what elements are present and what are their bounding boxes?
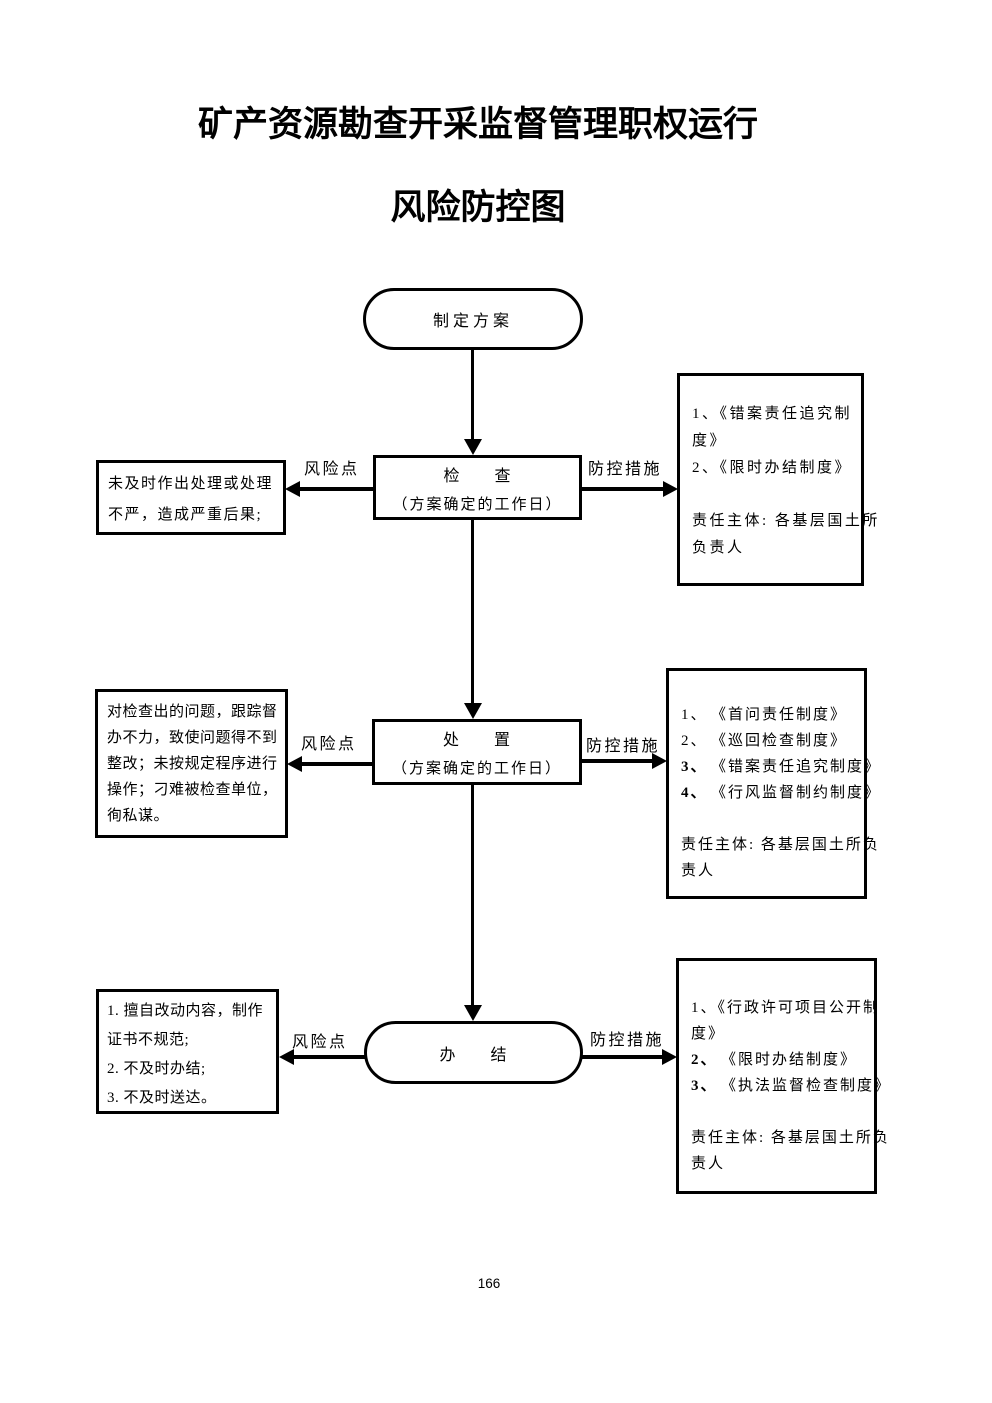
measure-item-text: 《执法监督检查制度》 <box>721 1078 892 1094</box>
risk-box-end-line: 1. 擅自改动内容，制作 <box>107 1003 264 1019</box>
measure-item: 2、《限时办结制度》 <box>691 1047 868 1073</box>
measure-item: 3、《错案责任追究制度》 <box>681 754 879 780</box>
flow-step-check-node: 检 查 （方案确定的工作日） <box>373 455 582 520</box>
measure-label-1: 防控措施 <box>588 461 663 478</box>
flow-start-node: 制定方案 <box>363 288 583 350</box>
measure-box-end-line: 1、《行政许可项目公开制 <box>691 1000 881 1016</box>
measure-box-check-line: 1、《错案责任追究制 <box>692 406 853 422</box>
measure-box-dispose: 1、《首问责任制度》 2、《巡回检查制度》 3、《错案责任追究制度》 4、《行风… <box>666 668 880 899</box>
measure-item: 4、《行风监督制约制度》 <box>681 780 879 806</box>
measure-item-text: 《错案责任追究制度》 <box>711 759 882 775</box>
flow-end-node: 办 结 <box>364 1021 583 1084</box>
risk-point-label-1: 风险点 <box>304 461 360 478</box>
risk-box-dispose: 对检查出的问题，跟踪督 办不力，致使问题得不到 整改；未按规定程序进行 操作；刁… <box>95 689 288 838</box>
risk-box-dispose-line: 办不力，致使问题得不到 <box>107 730 278 746</box>
measure-label-3: 防控措施 <box>590 1032 665 1049</box>
measure-item-text: 《巡回检查制度》 <box>711 733 848 749</box>
arrow-down-icon <box>464 1005 482 1021</box>
measure-box-check-line: 度》 <box>692 433 728 449</box>
risk-box-end-line: 3. 不及时送达。 <box>107 1090 217 1106</box>
flow-step-dispose-node: 处 置 （方案确定的工作日） <box>372 719 582 785</box>
measure-item-number: 3、 <box>681 759 708 775</box>
measure-item-text: 《行风监督制约制度》 <box>711 785 882 801</box>
flow-start-label: 制定方案 <box>432 313 513 330</box>
risk-box-dispose-line: 对检查出的问题，跟踪督 <box>107 704 278 720</box>
flow-step-check-sublabel: （方案确定的工作日） <box>392 496 563 513</box>
risk-box-end-line: 证书不规范; <box>107 1032 190 1048</box>
risk-box-check-line: 未及时作出处理或处理 <box>108 476 274 492</box>
risk-box-dispose-line: 徇私谋。 <box>107 808 170 824</box>
risk-point-label-2: 风险点 <box>301 736 357 753</box>
risk-box-dispose-line: 整改；未按规定程序进行 <box>107 756 278 772</box>
connector-line-dispose-to-measure <box>581 759 653 763</box>
measure-item-number: 3、 <box>691 1078 718 1094</box>
responsible-subject-line: 责任主体: 各基层国土所负 <box>681 837 880 853</box>
connector-line-start-to-check <box>471 349 474 440</box>
flow-end-label: 办 结 <box>439 1046 508 1064</box>
connector-line-check-to-measure <box>581 487 664 491</box>
measure-label-2: 防控措施 <box>586 738 661 755</box>
connector-line-dispose-to-risk <box>301 762 373 766</box>
arrow-left-icon <box>285 481 300 497</box>
page-title-line2: 风险防控图 <box>390 188 566 227</box>
risk-box-end: 1. 擅自改动内容，制作 证书不规范; 2. 不及时办结; 3. 不及时送达。 <box>96 989 279 1114</box>
measure-item-number: 2、 <box>691 1052 718 1068</box>
connector-line-check-to-risk <box>299 487 374 491</box>
risk-box-check-line: 不严，造成严重后果; <box>108 507 263 523</box>
arrow-left-icon <box>287 756 302 772</box>
measure-box-check: 1、《错案责任追究制 度》 2、《限时办结制度》 责任主体: 各基层国土所 负责… <box>677 373 880 586</box>
connector-line-end-to-risk <box>293 1055 365 1059</box>
risk-box-dispose-line: 操作；刁难被检查单位， <box>107 782 278 798</box>
flow-step-check-label: 检 查 <box>443 467 512 485</box>
connector-line-check-to-dispose <box>471 519 474 705</box>
measure-item: 3、《执法监督检查制度》 <box>691 1073 889 1099</box>
connector-line-dispose-to-end <box>471 784 474 1006</box>
responsible-subject-line: 责人 <box>691 1156 726 1172</box>
page-number: 166 <box>477 1276 501 1291</box>
arrow-down-icon <box>464 439 482 455</box>
responsible-subject-line: 责任主体: 各基层国土所 <box>692 513 880 529</box>
arrow-right-icon <box>662 1049 677 1065</box>
measure-item: 1、《首问责任制度》 <box>681 702 858 728</box>
responsible-subject-line: 责任主体: 各基层国土所负 <box>691 1130 890 1146</box>
risk-box-end-line: 2. 不及时办结; <box>107 1061 206 1077</box>
measure-item-number: 1、 <box>681 707 708 723</box>
measure-box-end-line: 度》 <box>691 1026 726 1042</box>
flow-step-dispose-sublabel: （方案确定的工作日） <box>391 761 562 777</box>
arrow-left-icon <box>279 1049 294 1065</box>
measure-item-text: 《限时办结制度》 <box>721 1052 858 1068</box>
measure-item-text: 《首问责任制度》 <box>711 707 848 723</box>
measure-item-number: 2、 <box>681 733 708 749</box>
measure-item: 2、《巡回检查制度》 <box>681 728 858 754</box>
connector-line-end-to-measure <box>582 1055 663 1059</box>
arrow-down-icon <box>464 703 482 719</box>
responsible-subject-line: 负责人 <box>692 540 745 556</box>
risk-point-label-3: 风险点 <box>292 1034 348 1051</box>
arrow-right-icon <box>652 753 667 769</box>
responsible-subject-line: 责人 <box>681 863 716 879</box>
measure-box-check-line: 2、《限时办结制度》 <box>692 460 853 476</box>
risk-box-check: 未及时作出处理或处理 不严，造成严重后果; <box>96 460 286 535</box>
page-title-line1: 矿产资源勘查开采监督管理职权运行 <box>197 105 758 144</box>
measure-item-number: 4、 <box>681 785 708 801</box>
measure-box-end: 1、《行政许可项目公开制 度》 2、《限时办结制度》 3、《执法监督检查制度》 … <box>676 958 890 1194</box>
flow-step-dispose-label: 处 置 <box>442 732 511 749</box>
arrow-right-icon <box>663 481 678 497</box>
